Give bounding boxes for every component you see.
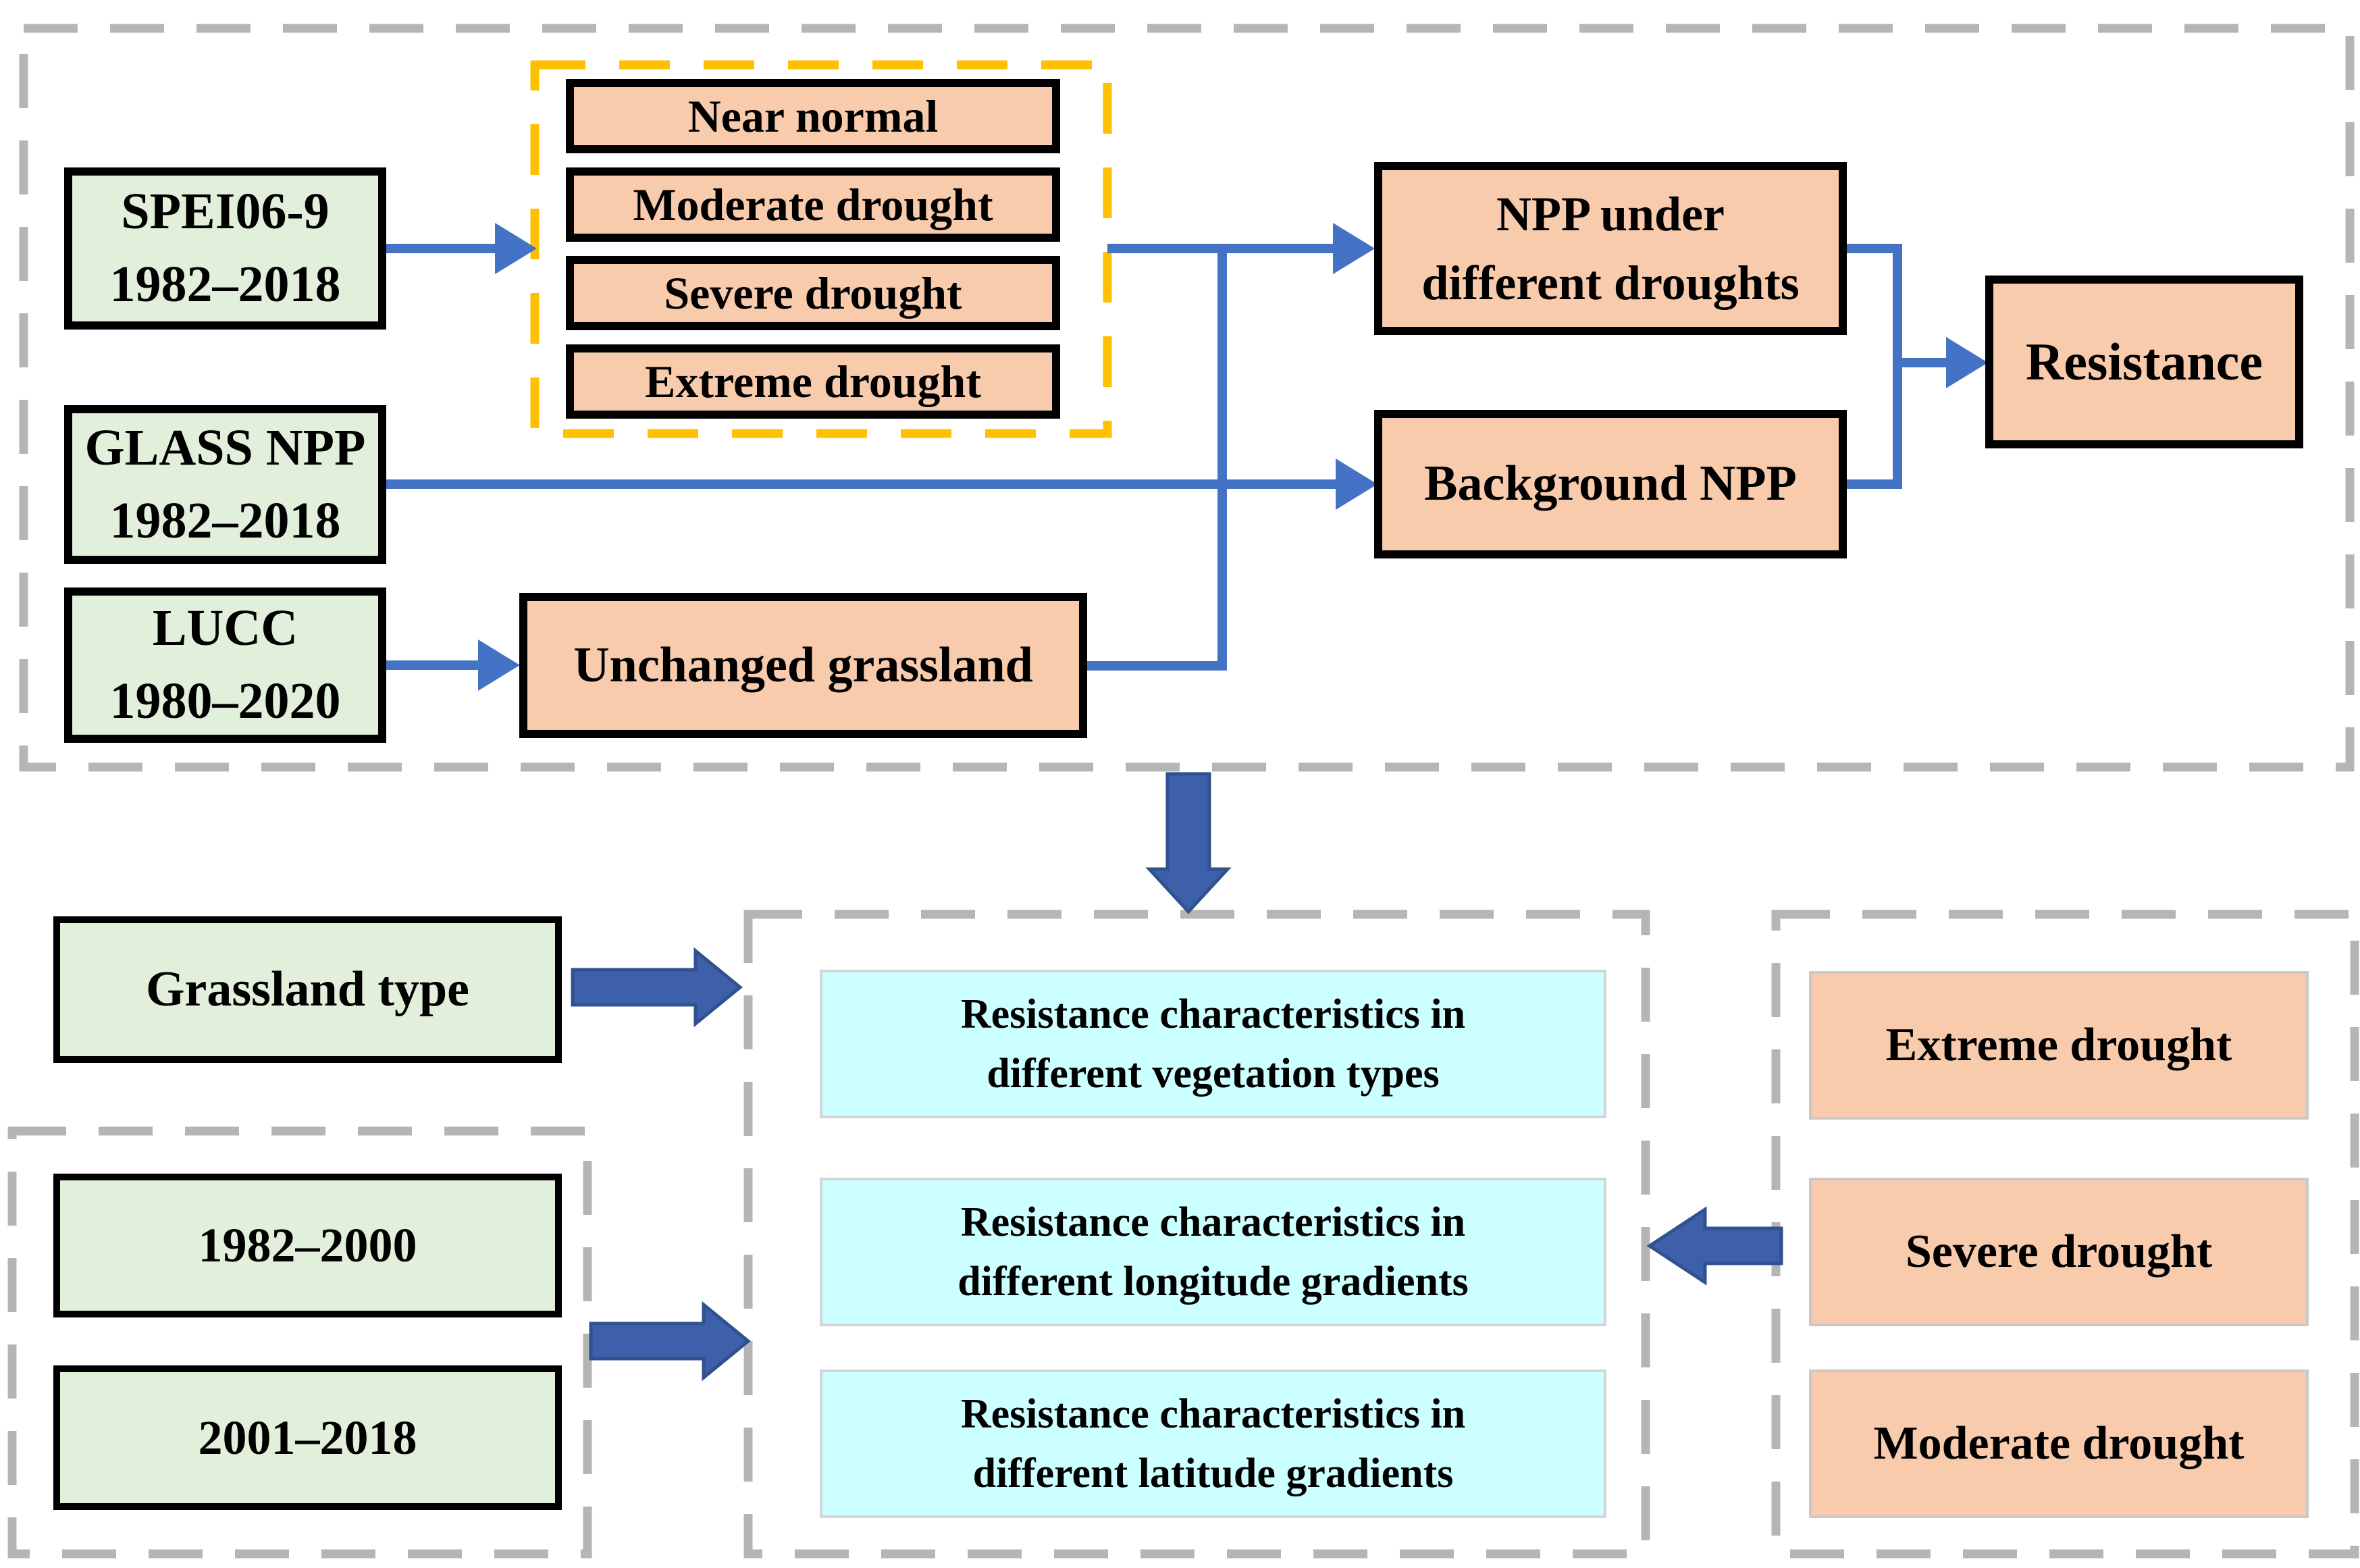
lucc-input-box: LUCC 1980–2020 <box>64 587 386 743</box>
grassland-type-box: Grassland type <box>53 916 562 1063</box>
period-2001-2018-box: 2001–2018 <box>53 1365 562 1510</box>
npp-under-droughts-box: NPP under different droughts <box>1374 162 1847 335</box>
glass-to-background-arrowhead-icon <box>1336 459 1378 510</box>
droughts-to-npp-arrowhead-icon <box>1333 223 1375 274</box>
lucc-name: LUCC <box>152 600 298 657</box>
grassland-type-label: Grassland type <box>145 961 469 1017</box>
extreme-drought-level-label: Extreme drought <box>1885 1019 2232 1072</box>
lucc-to-grassland-arrowhead-icon <box>478 639 520 691</box>
periods-block-arrow-icon <box>589 1301 751 1382</box>
npp-under-droughts-line2: different droughts <box>1421 256 1800 310</box>
analysis-longitude-line2: different longitude gradients <box>958 1259 1469 1305</box>
period-2001-2018-label: 2001–2018 <box>198 1410 417 1465</box>
unchanged-grassland-label: Unchanged grassland <box>573 637 1033 693</box>
spei-input-box: SPEI06-9 1982–2018 <box>64 167 386 330</box>
npp-under-droughts-line1: NPP under <box>1496 186 1725 241</box>
moderate-drought-level-label: Moderate drought <box>1873 1417 2245 1470</box>
background-npp-label: Background NPP <box>1424 456 1797 512</box>
glass-npp-years: 1982–2018 <box>109 492 341 549</box>
analysis-longitude-line1: Resistance characteristics in <box>960 1199 1466 1245</box>
bracket-to-resistance-arrowhead-icon <box>1946 337 1988 388</box>
top-section-dashed-container <box>19 24 2355 772</box>
analysis-vegetation-line1: Resistance characteristics in <box>960 991 1466 1037</box>
resistance-box: Resistance <box>1985 276 2303 448</box>
background-npp-box: Background NPP <box>1374 410 1847 558</box>
near-normal-box: Near normal <box>566 79 1060 153</box>
grassland-junction-line <box>1087 249 1227 671</box>
extreme-drought-class-box: Extreme drought <box>566 344 1060 419</box>
top-to-bottom-block-arrow-icon <box>1145 772 1232 914</box>
period-1982-2000-label: 1982–2000 <box>198 1218 417 1273</box>
analysis-latitude-line2: different latitude gradients <box>972 1451 1454 1496</box>
background-to-bracket-line <box>1847 363 1902 489</box>
analysis-latitude-gradients-box: Resistance characteristics in different … <box>820 1369 1606 1518</box>
analysis-vegetation-types-box: Resistance characteristics in different … <box>820 970 1606 1118</box>
moderate-drought-class-label: Moderate drought <box>633 178 993 230</box>
severe-drought-class-label: Severe drought <box>664 267 962 319</box>
glass-npp-input-box: GLASS NPP 1982–2018 <box>64 405 386 564</box>
severe-drought-class-box: Severe drought <box>566 256 1060 330</box>
severe-drought-level-box: Severe drought <box>1809 1178 2309 1326</box>
npp-to-bracket-line <box>1847 244 1902 363</box>
near-normal-label: Near normal <box>687 90 939 142</box>
analysis-dashed-container <box>743 910 1650 1559</box>
spei-to-droughts-arrowhead-icon <box>495 223 537 274</box>
glass-npp-name: GLASS NPP <box>84 419 366 476</box>
extreme-drought-level-box: Extreme drought <box>1809 971 2309 1120</box>
drought-levels-block-arrow-icon <box>1646 1206 1783 1286</box>
analysis-latitude-line1: Resistance characteristics in <box>960 1390 1466 1437</box>
unchanged-grassland-box: Unchanged grassland <box>519 593 1087 738</box>
lucc-years: 1980–2020 <box>109 673 341 729</box>
period-1982-2000-box: 1982–2000 <box>53 1174 562 1317</box>
moderate-drought-level-box: Moderate drought <box>1809 1369 2309 1518</box>
analysis-longitude-gradients-box: Resistance characteristics in different … <box>820 1178 1606 1326</box>
resistance-label: Resistance <box>2026 332 2263 391</box>
extreme-drought-class-label: Extreme drought <box>644 355 981 407</box>
severe-drought-level-label: Severe drought <box>1905 1226 2213 1278</box>
moderate-drought-class-box: Moderate drought <box>566 167 1060 242</box>
spei-name: SPEI06-9 <box>121 183 330 240</box>
periods-dashed-container <box>7 1126 592 1559</box>
grassland-type-block-arrow-icon <box>571 947 743 1028</box>
spei-years: 1982–2018 <box>109 256 341 313</box>
analysis-vegetation-line2: different vegetation types <box>987 1051 1440 1097</box>
